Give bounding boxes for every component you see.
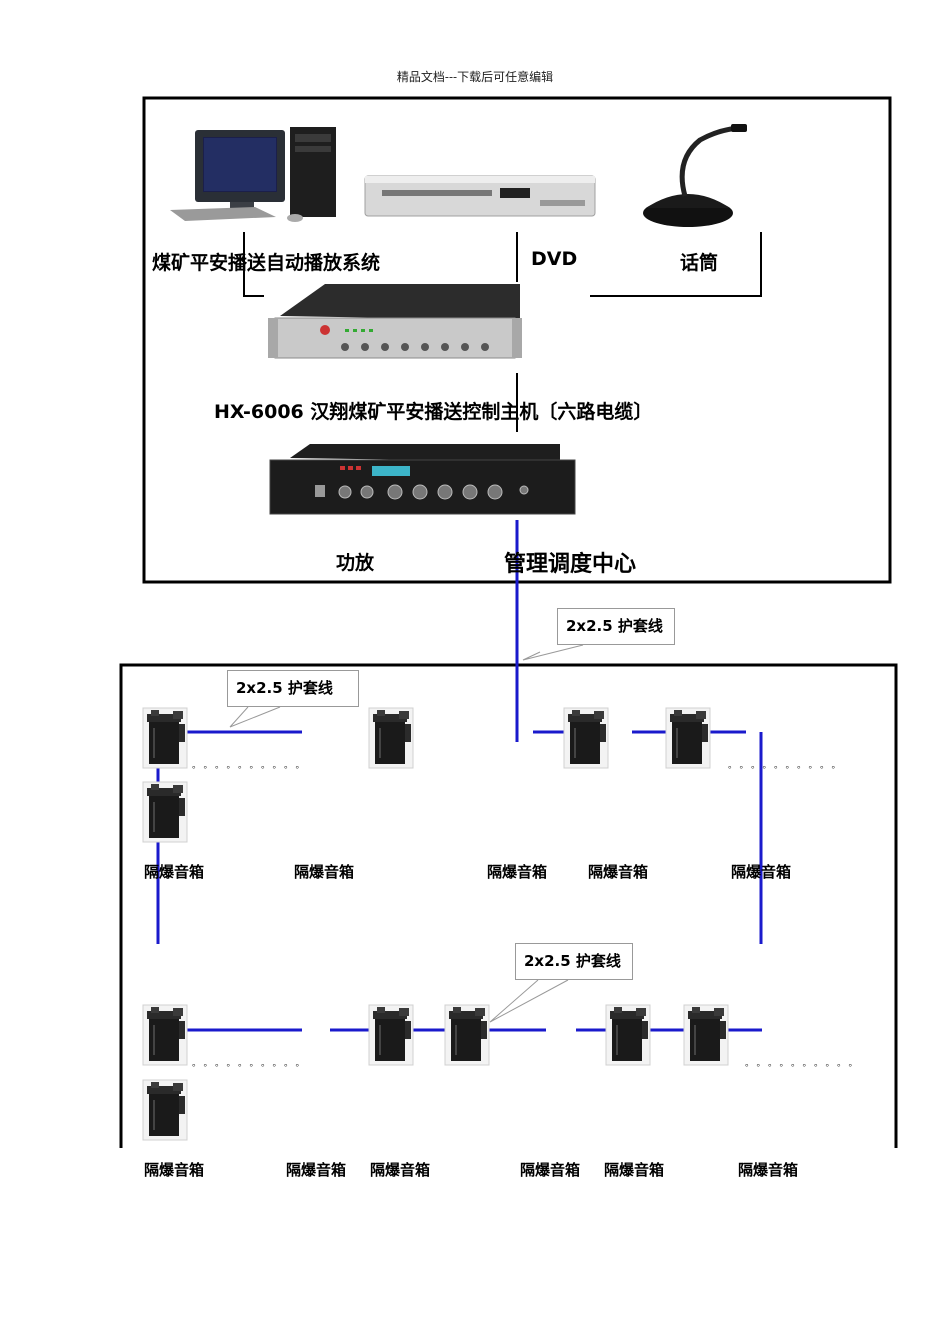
pc-label: 煤矿平安播送自动播放系统 [152, 252, 381, 274]
explosion-proof-speaker-icon [142, 707, 188, 769]
continuation-dots: 。。。。。。。。。。 [192, 1059, 312, 1069]
speaker-label: 隔爆音箱 [738, 1161, 799, 1179]
mic-bracket [590, 232, 762, 297]
cable-callout: 2x2.5 护套线 [557, 608, 675, 645]
field-frame [119, 663, 898, 1148]
speaker-label: 隔爆音箱 [286, 1161, 347, 1179]
continuation-dots: 。。。。。。。。。。 [192, 761, 312, 771]
explosion-proof-speaker-icon [368, 1004, 414, 1066]
explosion-proof-speaker-icon [142, 781, 188, 843]
pc-bracket [243, 232, 264, 297]
speaker-label: 隔爆音箱 [588, 863, 649, 881]
speaker-label: 隔爆音箱 [144, 1161, 205, 1179]
callout-pointer-1 [522, 644, 584, 661]
explosion-proof-speaker-icon [665, 707, 711, 769]
speaker-label: 隔爆音箱 [370, 1161, 431, 1179]
explosion-proof-speaker-icon [142, 1004, 188, 1066]
explosion-proof-speaker-icon [368, 707, 414, 769]
explosion-proof-speaker-icon [563, 707, 609, 769]
callout-pointer-2 [229, 706, 281, 728]
explosion-proof-speaker-icon [142, 1079, 188, 1141]
speaker-label: 隔爆音箱 [294, 863, 355, 881]
speaker-label: 隔爆音箱 [604, 1161, 665, 1179]
computer-icon [170, 127, 336, 222]
wiring [156, 520, 763, 1032]
dvd-label: DVD [531, 248, 578, 270]
dvd-player-icon [364, 175, 596, 217]
page-header: 精品文档---下载后可任意编辑 [396, 70, 554, 84]
microphone-icon [643, 124, 747, 227]
mic-label: 话筒 [680, 252, 719, 274]
cable-callout: 2x2.5 护套线 [515, 943, 633, 980]
speaker-label: 隔爆音箱 [487, 863, 548, 881]
amplifier-icon [269, 444, 576, 515]
cable-callout: 2x2.5 护套线 [227, 670, 359, 707]
explosion-proof-speaker-icon [605, 1004, 651, 1066]
speaker-label: 隔爆音箱 [144, 863, 205, 881]
callout-pointer-3 [489, 979, 569, 1023]
explosion-proof-speaker-icon [683, 1004, 729, 1066]
speaker-label: 隔爆音箱 [520, 1161, 581, 1179]
center-label: 管理调度中心 [504, 552, 637, 577]
explosion-proof-speaker-icon [444, 1004, 490, 1066]
continuation-dots: 。。。。。。。。。。 [728, 761, 848, 771]
amp-label: 功放 [336, 552, 375, 574]
host-label: HX-6006 汉翔煤矿平安播送控制主机〔六路电缆〕 [214, 401, 653, 423]
continuation-dots: 。。。。。。。。。。 [745, 1059, 865, 1069]
broadcast-host-icon [268, 284, 522, 359]
speaker-label: 隔爆音箱 [731, 863, 792, 881]
